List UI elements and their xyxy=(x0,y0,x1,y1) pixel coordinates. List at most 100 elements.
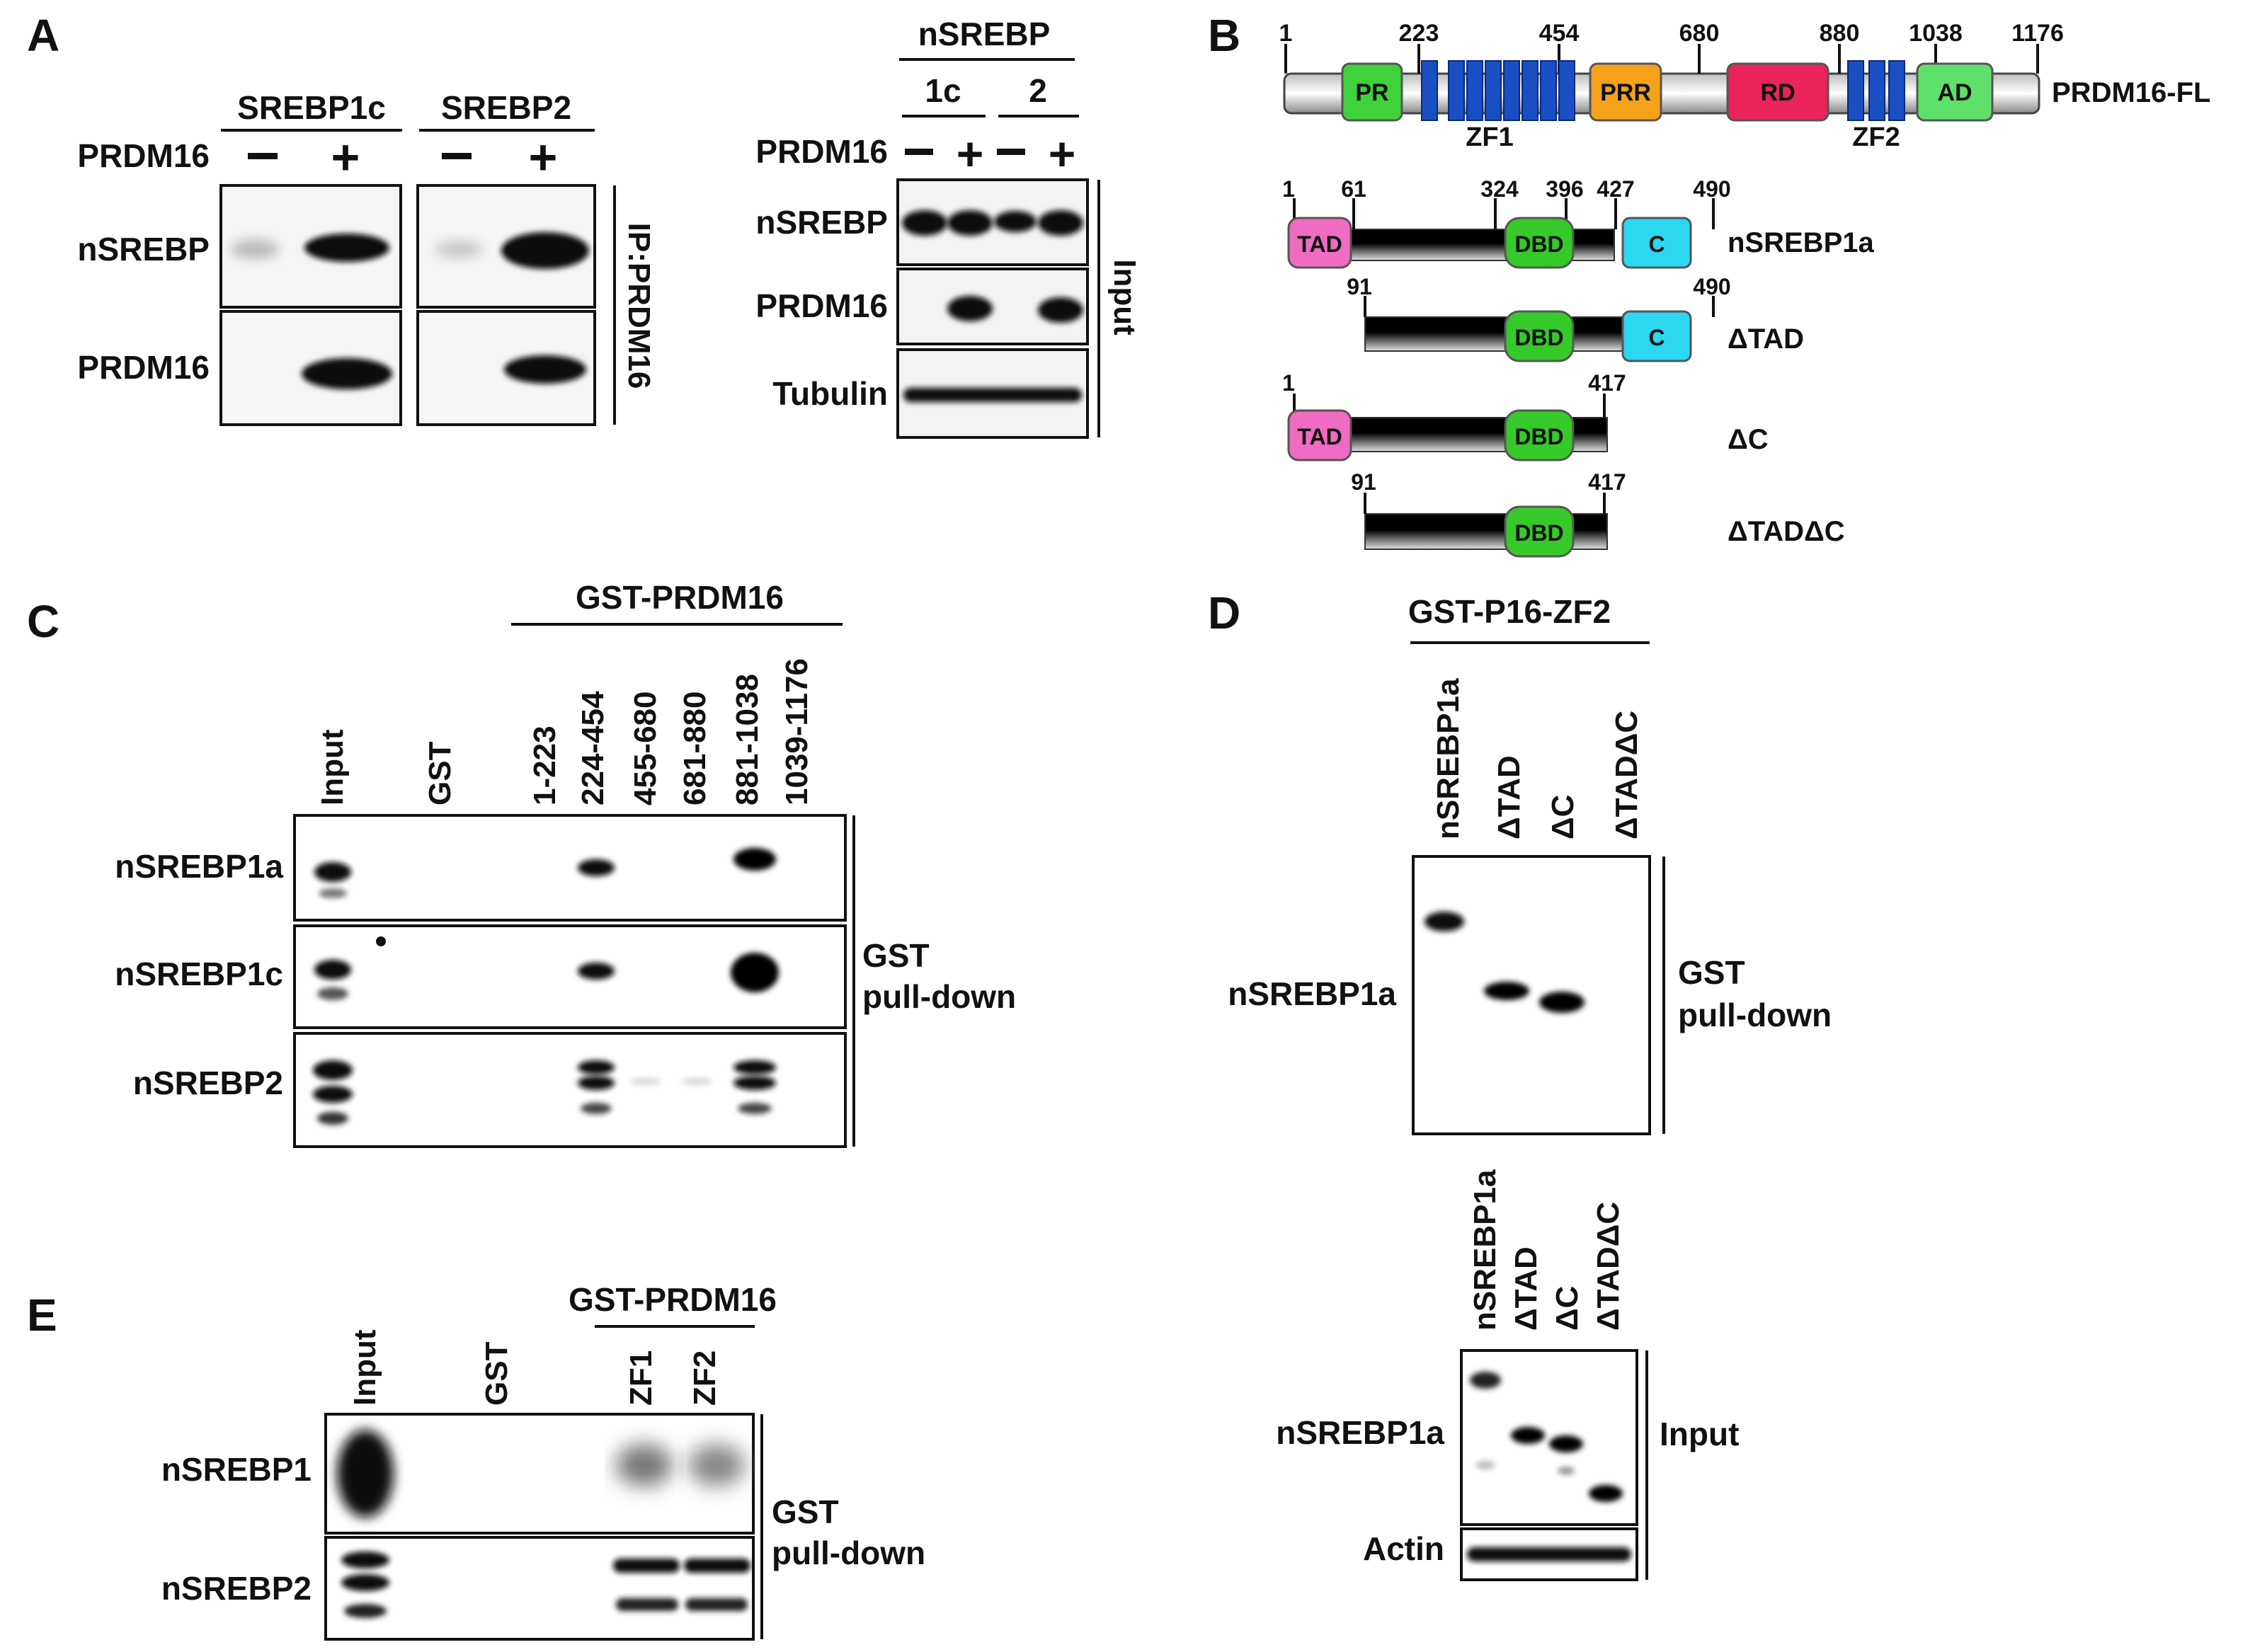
c-band xyxy=(314,862,351,882)
panel-letter-c: C xyxy=(27,596,59,647)
c-row-label: nSREBP1a xyxy=(115,848,283,885)
d-lane: nSREBP1a xyxy=(1431,678,1466,839)
d-input-lane: ΔC xyxy=(1550,1286,1585,1331)
e-side-label: GST xyxy=(772,1493,839,1530)
fl-domain-ad xyxy=(1916,62,1994,122)
panel-b: B 1 223 454 680 880 1038 1176 PR xyxy=(1208,10,2210,558)
input-minus-2 xyxy=(997,149,1025,155)
construct-name: nSREBP1a xyxy=(1728,227,1874,258)
c-band xyxy=(313,1086,353,1103)
construct-dc: 1 417 TAD DBD ΔC xyxy=(1282,370,1769,461)
c-side-label: GST xyxy=(862,937,930,974)
ip-side-label: IP:PRDM16 xyxy=(622,223,656,389)
fl-domain-rd xyxy=(1726,62,1829,122)
panel-letter-b: B xyxy=(1208,10,1240,61)
c-band xyxy=(581,1103,612,1114)
e-lane: ZF2 xyxy=(687,1350,722,1406)
svg-text:324: 324 xyxy=(1480,176,1519,202)
c-blot-nsrebp2 xyxy=(293,1032,847,1148)
input-row-label-tubulin: Tubulin xyxy=(772,375,888,412)
d-band xyxy=(1511,1427,1545,1444)
fl-domain-prr-label: PRR xyxy=(1600,79,1651,106)
d-pull-side-label: pull-down xyxy=(1678,997,1832,1033)
domain-tad xyxy=(1287,217,1352,269)
fl-domain-prr xyxy=(1589,62,1662,122)
panel-letter-d: D xyxy=(1208,587,1240,638)
ip-minus-2 xyxy=(442,153,472,159)
input-plus-1: + xyxy=(957,127,984,180)
e-band xyxy=(341,1574,389,1591)
svg-text:427: 427 xyxy=(1597,176,1634,202)
e-band xyxy=(685,1598,748,1611)
svg-text:TAD: TAD xyxy=(1297,424,1342,449)
svg-text:1: 1 xyxy=(1282,176,1295,202)
panel-letter-a: A xyxy=(27,10,59,61)
svg-text:TAD: TAD xyxy=(1297,231,1342,257)
fl-zf2-label: ZF2 xyxy=(1852,122,1900,152)
d-band xyxy=(1425,912,1464,931)
d-lane: ΔTADΔC xyxy=(1609,711,1644,839)
fl-zf1-label: ZF1 xyxy=(1466,122,1514,152)
panel-e: E GST-PRDM16 Input GST ZF1 ZF2 nSREBP1 n… xyxy=(27,1281,925,1641)
ip-band xyxy=(504,355,586,384)
construct-nsrebp1a: 1 61 324 396 427 490 TAD DBD C nSREBP1a xyxy=(1282,176,1874,269)
fl-domain-ad-label: AD xyxy=(1937,79,1972,106)
domain-c xyxy=(1621,310,1692,362)
fl-tick-label: 1038 xyxy=(1909,20,1963,47)
svg-text:490: 490 xyxy=(1693,176,1730,202)
c-band xyxy=(317,1112,348,1125)
d-pull-blot xyxy=(1412,855,1651,1135)
e-band xyxy=(684,1559,750,1573)
input-band xyxy=(994,211,1037,232)
e-lane: ZF1 xyxy=(624,1350,658,1406)
svg-text:DBD: DBD xyxy=(1514,325,1563,350)
d-band xyxy=(1475,1461,1495,1469)
construct-dtaddc: 91 417 DBD ΔTADΔC xyxy=(1351,469,1845,558)
input-group-2: 2 xyxy=(1029,72,1047,109)
c-row-label: nSREBP1c xyxy=(115,956,283,992)
input-side-label: Input xyxy=(1107,259,1142,335)
d-input-row-label: nSREBP1a xyxy=(1276,1414,1444,1451)
fl-tick-label: 454 xyxy=(1539,20,1580,47)
c-lane: 455-680 xyxy=(628,692,663,805)
c-band xyxy=(733,1060,776,1074)
d-input-lane: ΔTAD xyxy=(1509,1246,1543,1331)
e-band xyxy=(613,1559,680,1573)
e-band xyxy=(337,1430,394,1518)
ip-row-label-nsrebp: nSREBP xyxy=(77,231,210,268)
d-pull-row-label: nSREBP1a xyxy=(1228,975,1396,1012)
c-band xyxy=(733,848,776,871)
e-band xyxy=(616,1444,673,1486)
ip-band xyxy=(501,232,589,269)
e-band xyxy=(688,1444,745,1486)
input-band xyxy=(947,296,993,321)
e-side-label: pull-down xyxy=(772,1535,925,1571)
e-blot-nsrebp1 xyxy=(324,1413,755,1535)
d-band xyxy=(1484,982,1529,1000)
d-pull-side-label: GST xyxy=(1678,954,1745,991)
ip-plus-2: + xyxy=(529,130,558,185)
svg-text:417: 417 xyxy=(1588,370,1626,396)
ip-band xyxy=(231,239,279,259)
domain-tad xyxy=(1287,409,1352,461)
e-lane: GST xyxy=(479,1341,514,1406)
c-band xyxy=(738,1103,772,1114)
d-lane: ΔTAD xyxy=(1492,755,1526,839)
d-input-row-label: Actin xyxy=(1363,1530,1444,1567)
ip-band xyxy=(304,234,389,262)
fl-zf2-blocks xyxy=(1847,60,1905,121)
svg-text:DBD: DBD xyxy=(1514,424,1563,449)
c-band xyxy=(578,1076,615,1090)
c-band xyxy=(319,888,347,898)
svg-text:417: 417 xyxy=(1588,469,1626,495)
ip-band xyxy=(435,241,483,258)
panel-c: C GST-PRDM16 Input GST 1-223 224-454 455… xyxy=(27,579,1016,1148)
c-band xyxy=(313,1060,353,1080)
ip-band xyxy=(302,358,392,389)
svg-text:DBD: DBD xyxy=(1514,520,1563,546)
svg-text:91: 91 xyxy=(1347,274,1372,299)
svg-text:490: 490 xyxy=(1693,274,1730,299)
e-band xyxy=(344,1604,387,1618)
c-lane: 1-223 xyxy=(527,725,562,805)
ip-group-label-srebp1c: SREBP1c xyxy=(237,89,386,126)
